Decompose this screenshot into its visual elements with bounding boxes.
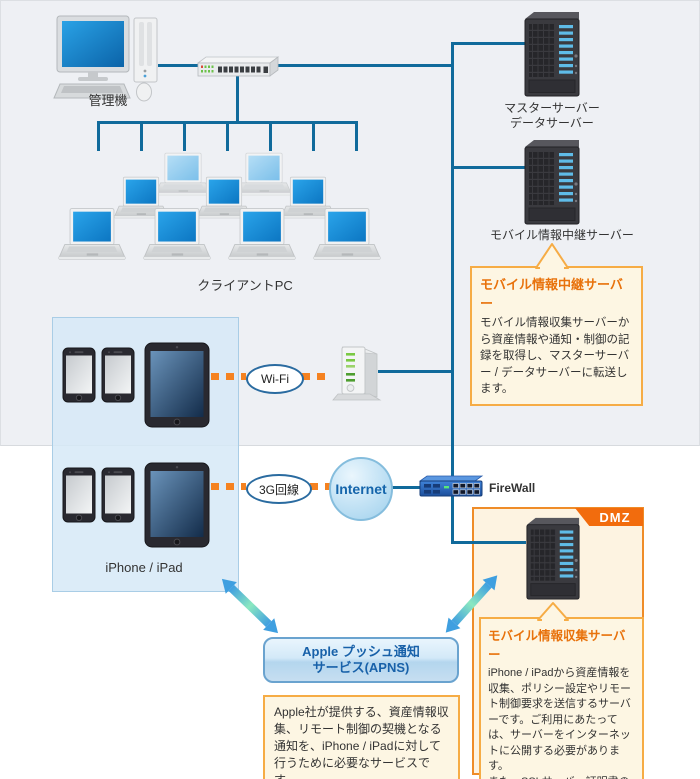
apns-label: Apple プッシュ通知 サービス(APNS): [302, 644, 420, 675]
mobile-devices-label: iPhone / iPad: [105, 560, 183, 575]
internet-cloud: Internet: [329, 457, 393, 521]
apns-note-callout: Apple社が提供する、資産情報収集、リモート制御の契機となる通知を、iPhon…: [263, 695, 460, 779]
apns-box: Apple プッシュ通知 サービス(APNS): [263, 637, 459, 683]
ipad-icon: [144, 462, 210, 548]
wifi-label: Wi-Fi: [261, 372, 289, 386]
network-switch-icon: [196, 56, 280, 77]
iphone-icon: [62, 467, 96, 523]
client-laptop-icon: [56, 207, 128, 262]
client-laptop-icon: [226, 207, 298, 262]
collect-server-callout: モバイル情報収集サーバー iPhone / iPadから資産情報を収集、ポリシー…: [479, 617, 644, 779]
dmz-label: DMZ: [599, 509, 631, 525]
desktop-computer-icon: [53, 15, 158, 102]
link-to-master-server: [452, 42, 525, 45]
iphone-icon: [62, 347, 96, 403]
trunk-line: [451, 42, 454, 544]
relay-server-callout: モバイル情報中継サーバー モバイル情報収集サーバーから資産情報や通知・制御の記録…: [470, 266, 643, 406]
dash-ipad-to-3g: [211, 483, 246, 490]
client-laptop-icon: [311, 207, 383, 262]
client-drop-5: [269, 121, 272, 151]
master-server-label: マスターサーバー データサーバー: [504, 101, 600, 130]
relay-callout-pointer: [535, 243, 569, 270]
client-drop-3: [183, 121, 186, 151]
dash-wifi-to-ap: [302, 373, 332, 380]
dash-ipad-to-wifi: [211, 373, 246, 380]
collect-callout-body: iPhone / iPadから資産情報を収集、ポリシー設定やリモート制御要求を送…: [488, 667, 631, 779]
apns-note-body: Apple社が提供する、資産情報収集、リモート制御の契機となる通知を、iPhon…: [274, 705, 449, 779]
ipad-icon: [144, 342, 210, 428]
arrow-devices-apns: [216, 573, 284, 639]
admin-machine-label: 管理機: [88, 93, 128, 108]
link-ap-to-trunk: [378, 370, 452, 373]
firewall-icon: [418, 475, 484, 497]
wifi-badge: Wi-Fi: [246, 364, 304, 394]
iphone-icon: [101, 347, 135, 403]
client-drop-4: [226, 121, 229, 151]
3g-label: 3G回線: [258, 482, 299, 497]
client-drop-7: [355, 121, 358, 151]
3g-badge: 3G回線: [246, 474, 312, 504]
iphone-icon: [101, 467, 135, 523]
relay-callout-body: モバイル情報収集サーバーから資産情報や通知・制御の記録を取得し、マスターサーバー…: [480, 317, 630, 395]
relay-server-icon: [522, 138, 582, 226]
link-to-collect-server: [451, 541, 526, 544]
client-drop-1: [97, 121, 100, 151]
client-pc-label: クライアントPC: [197, 278, 293, 293]
dmz-tab: DMZ: [575, 508, 643, 526]
collect-callout-title: モバイル情報収集サーバー: [488, 629, 626, 662]
client-laptop-icon: [141, 207, 213, 262]
firewall-label: FireWall: [489, 481, 536, 495]
internet-label: Internet: [335, 481, 387, 497]
relay-server-label: モバイル情報中継サーバー: [490, 228, 634, 242]
link-to-relay-server: [452, 166, 525, 169]
collect-server-icon: [524, 516, 582, 601]
wifi-access-point-icon: [332, 346, 382, 401]
relay-callout-title: モバイル情報中継サーバー: [480, 277, 623, 311]
dash-3g-to-internet: [310, 483, 330, 490]
master-server-icon: [522, 10, 582, 98]
client-drop-2: [140, 121, 143, 151]
collect-callout-pointer: [537, 602, 569, 622]
client-drop-6: [312, 121, 315, 151]
link-admin-to-switch: [158, 64, 452, 67]
link-switch-down: [236, 67, 239, 124]
